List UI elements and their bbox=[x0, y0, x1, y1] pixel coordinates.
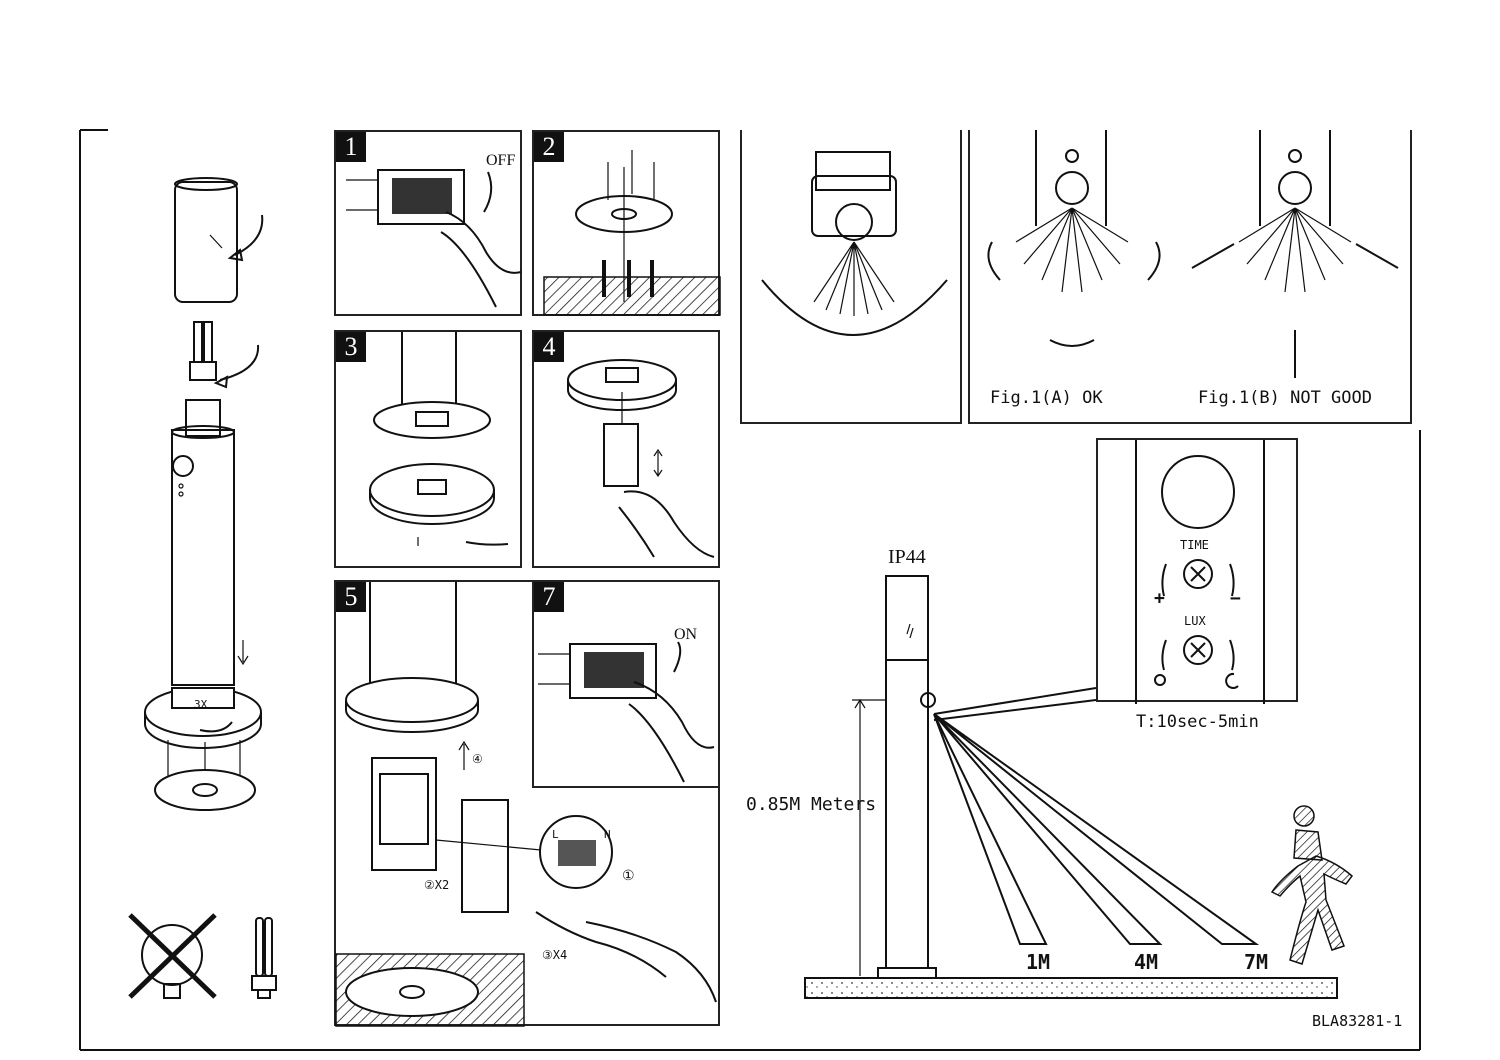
time-range-label: T:10sec-5min bbox=[1136, 712, 1259, 732]
sensor-range-illustration bbox=[761, 151, 948, 336]
step-4-panel: 4 bbox=[532, 330, 720, 568]
step-number: 1 bbox=[336, 132, 366, 162]
step-number: 3 bbox=[336, 332, 366, 362]
step-number: 2 bbox=[534, 132, 564, 162]
distance-4m-label: 4M bbox=[1134, 950, 1159, 974]
document-code: BLA83281-1 bbox=[1312, 1012, 1403, 1030]
base-detach-illustration bbox=[369, 332, 509, 546]
breaker-on-illustration bbox=[538, 641, 715, 783]
step-3-panel: 3 bbox=[334, 330, 522, 568]
breaker-off-illustration bbox=[346, 169, 522, 308]
terminal-l-label: L bbox=[552, 828, 559, 841]
step-mark-1: ① bbox=[622, 868, 635, 884]
fig1a-caption: Fig.1(A) OK bbox=[990, 388, 1103, 408]
step-number: 4 bbox=[534, 332, 564, 362]
step-number: 7 bbox=[534, 582, 564, 612]
screw-count-2: ②X2 bbox=[424, 878, 450, 892]
switch-off-label: OFF bbox=[486, 152, 516, 169]
screw-count-3: ③X4 bbox=[542, 948, 568, 962]
drill-mount-illustration bbox=[543, 150, 721, 316]
terminal-n-label: N bbox=[604, 828, 611, 841]
ip-rating-label: IP44 bbox=[888, 546, 926, 568]
fig1b-caption: Fig.1(B) NOT GOOD bbox=[1198, 388, 1372, 408]
junction-box-illustration bbox=[567, 359, 715, 558]
time-plus: + bbox=[1154, 588, 1165, 609]
time-minus: − bbox=[1230, 588, 1241, 609]
sensor-control-illustration bbox=[1135, 440, 1265, 704]
step-mark-4: ④ bbox=[472, 752, 483, 766]
lux-label: LUX bbox=[1184, 614, 1206, 628]
distance-1m-label: 1M bbox=[1026, 950, 1051, 974]
step-7-panel: 7 ON bbox=[532, 580, 720, 788]
sensor-control-detail: TIME + − LUX bbox=[1096, 438, 1298, 704]
wiring-illustration bbox=[335, 582, 717, 1027]
distance-7m-label: 7M bbox=[1244, 950, 1269, 974]
fig1-panel: Fig.1(A) OK Fig.1(B) NOT GOOD bbox=[968, 130, 1412, 424]
step-2-panel: 2 bbox=[532, 130, 721, 316]
time-label: TIME bbox=[1180, 538, 1209, 552]
sensor-range-panel bbox=[740, 130, 962, 424]
switch-on-label: ON bbox=[674, 626, 698, 643]
step-number: 5 bbox=[336, 582, 366, 612]
height-label: 0.85M Meters bbox=[746, 794, 877, 815]
step-1-panel: 1 OFF bbox=[334, 130, 522, 316]
fig1-illustration bbox=[987, 130, 1399, 378]
screw-count-label: 3X bbox=[194, 698, 208, 711]
